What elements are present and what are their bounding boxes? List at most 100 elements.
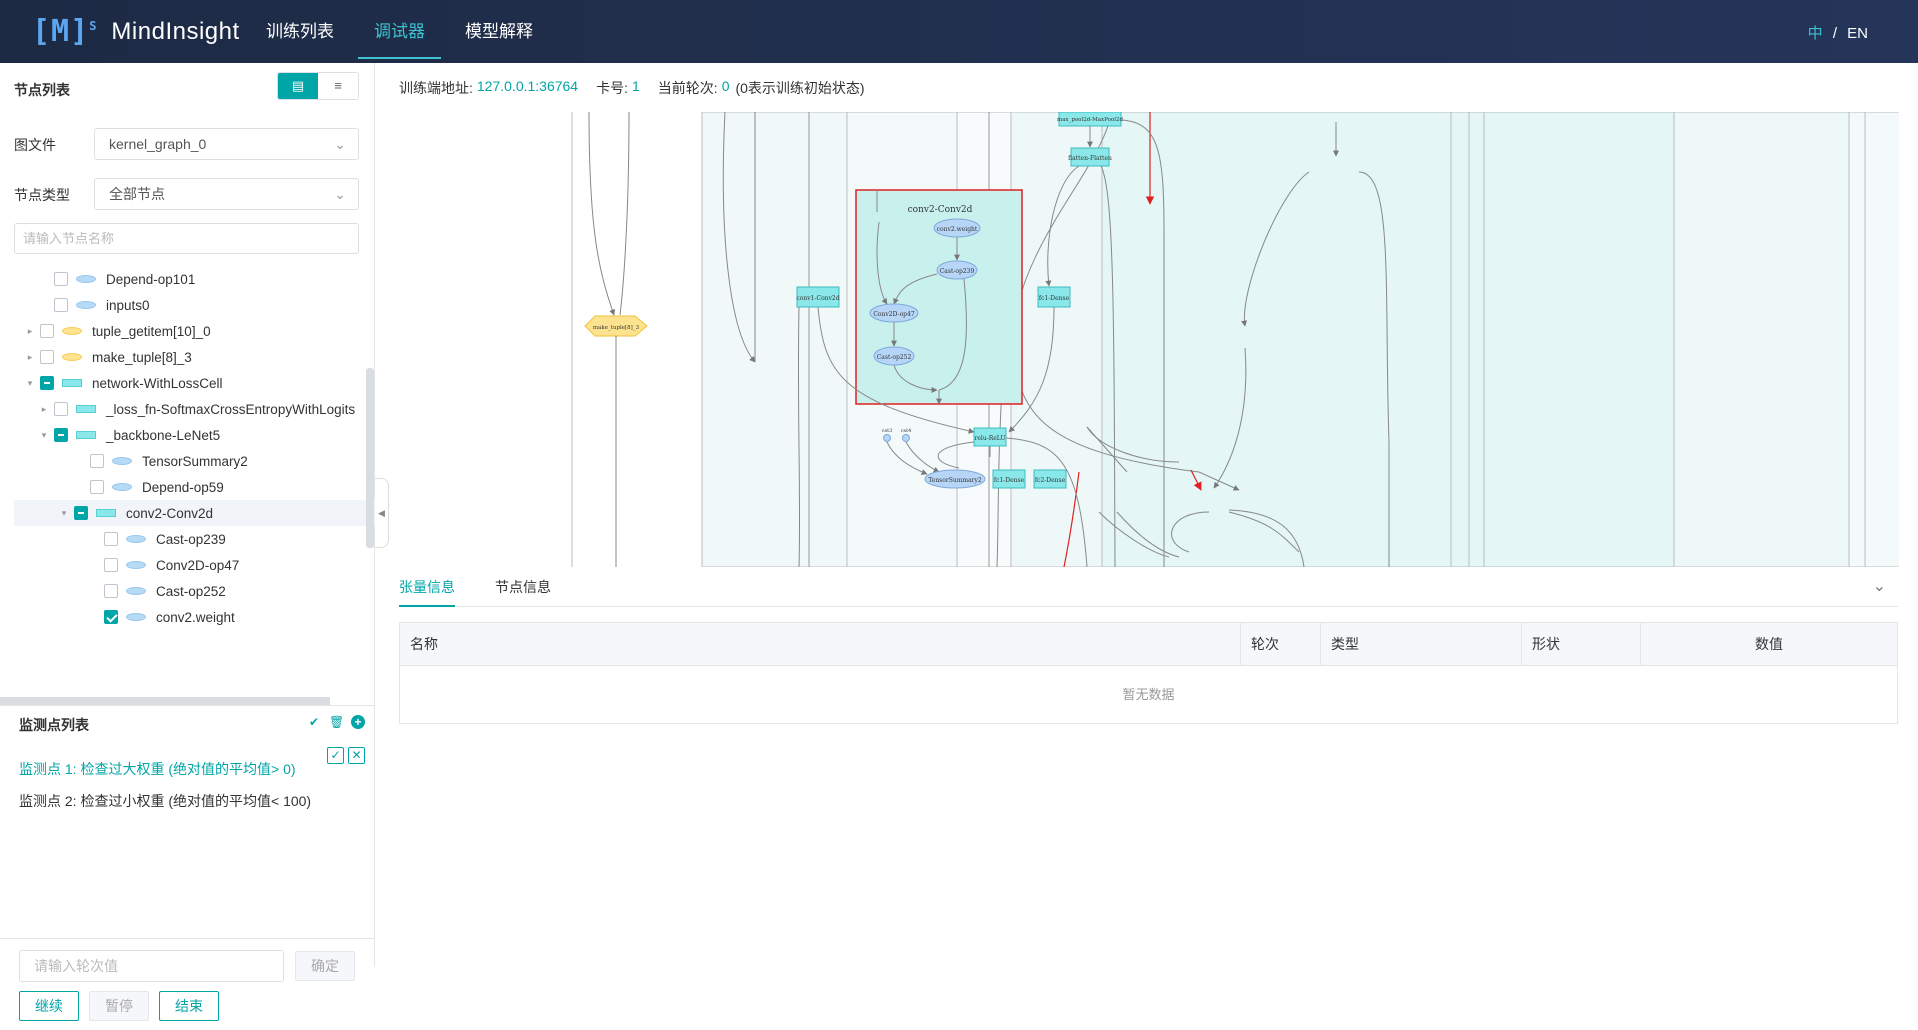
graph-label-make-tuple: make_tuple[8]_3 <box>593 325 640 331</box>
chevron-down-icon[interactable]: ⌄ <box>1872 578 1886 595</box>
watchpoint-list-title: 监测点列表 <box>19 717 89 733</box>
add-circle-icon[interactable]: + <box>351 715 365 729</box>
caret-down-icon[interactable]: ▾ <box>27 377 33 388</box>
graph-label-fc1: fc1-Dense <box>1039 295 1070 302</box>
tree-node-checkbox[interactable] <box>90 480 104 494</box>
tab-node-info[interactable]: 节点信息 <box>495 579 551 595</box>
tree-node-checkbox[interactable] <box>40 350 54 364</box>
edit-check-icon[interactable]: ✓ <box>327 747 344 764</box>
step-input[interactable] <box>19 950 284 982</box>
tree-node[interactable]: Conv2D-op47 <box>0 552 239 578</box>
caret-down-icon[interactable]: ▾ <box>61 507 67 518</box>
close-icon[interactable]: ✕ <box>348 747 365 764</box>
graph-node-fc1b[interactable] <box>992 469 1026 489</box>
graph-node-const4[interactable] <box>902 434 910 442</box>
node-type-label: 节点类型 <box>14 187 70 203</box>
tree-node[interactable]: ▾network-WithLossCell <box>0 370 223 396</box>
tree-node-checkbox[interactable] <box>54 298 68 312</box>
scope-node-icon <box>76 405 96 413</box>
tree-node-checkbox[interactable] <box>54 402 68 416</box>
continue-button[interactable]: 继续 <box>19 991 79 1021</box>
tree-node-label: Depend-op101 <box>106 271 196 287</box>
graph-canvas[interactable]: conv2-Conv2d conv2.weight Cast-op239 Con… <box>399 112 1899 567</box>
caret-down-icon[interactable]: ▾ <box>41 429 47 440</box>
tree-node-label: make_tuple[8]_3 <box>92 349 192 365</box>
tree-node[interactable]: ▾conv2-Conv2d <box>14 500 375 526</box>
tree-horizontal-scrollbar[interactable] <box>0 697 330 705</box>
graph-label-conv2-weight: conv2.weight <box>937 226 978 233</box>
graph-node-cast239[interactable] <box>936 260 978 280</box>
graph-label-fc2: fc2-Dense <box>1035 477 1066 484</box>
tab-tensor-info[interactable]: 张量信息 <box>399 577 455 607</box>
graph-file-select[interactable]: kernel_graph_0 ⌄ <box>94 128 359 160</box>
tree-node[interactable]: ▸tuple_getitem[10]_0 <box>0 318 211 344</box>
graph-label-maxpool: max_pool2d-MaxPool2d <box>1057 117 1123 123</box>
graph-node-flatten[interactable] <box>1070 147 1110 167</box>
graph-node-fc2[interactable] <box>1033 469 1067 489</box>
graph-node-conv2-title[interactable]: conv2-Conv2d <box>908 205 973 215</box>
computation-graph[interactable]: conv2-Conv2d conv2.weight Cast-op239 Con… <box>399 112 1899 567</box>
op-node-icon <box>76 275 96 283</box>
tree-node[interactable]: TensorSummary2 <box>0 448 248 474</box>
caret-right-icon[interactable]: ▸ <box>27 325 33 336</box>
lang-separator: / <box>1832 25 1837 42</box>
watchpoint-header: 监测点列表 ✔ 🗑 + <box>0 705 375 737</box>
tree-node-checkbox[interactable] <box>54 272 68 286</box>
nav-training-list[interactable]: 训练列表 <box>266 22 334 41</box>
node-list-panel: 节点列表 ▤ ≡ 图文件 kernel_graph_0 ⌄ 节点类型 全部节点 … <box>0 63 375 1021</box>
nav-model-explanation[interactable]: 模型解释 <box>465 22 533 41</box>
tree-node-label: Cast-op239 <box>156 531 226 547</box>
graph-node-tensor-summary[interactable] <box>924 469 986 489</box>
node-type-value: 全部节点 <box>109 186 165 202</box>
graph-node-make-tuple[interactable] <box>584 315 648 337</box>
tree-node[interactable]: Depend-op59 <box>0 474 224 500</box>
tree-node-checkbox[interactable] <box>104 532 118 546</box>
tree-node-label: Depend-op59 <box>142 479 224 495</box>
tree-node[interactable]: Depend-op101 <box>0 266 195 292</box>
graph-label-const3: cst3 <box>882 428 893 434</box>
tree-node-checkbox[interactable] <box>54 428 68 442</box>
trash-icon[interactable]: 🗑 <box>329 715 345 729</box>
op-node-icon <box>126 561 146 569</box>
collapse-panel-toggle[interactable]: ◀ <box>375 478 389 548</box>
watchpoint-item-2[interactable]: 监测点 2: 检查过小权重 (绝对值的平均值< 100) <box>19 793 312 809</box>
step-note: (0表示训练初始状态) <box>735 80 865 96</box>
tree-node[interactable]: ▾ _backbone-LeNet5 <box>0 422 220 448</box>
tree-node[interactable]: Cast-op239 <box>0 526 226 552</box>
check-circle-icon[interactable]: ✔ <box>308 715 320 729</box>
pause-button[interactable]: 暂停 <box>89 991 149 1021</box>
tree-view-icon[interactable]: ▤ <box>278 73 318 99</box>
graph-node-const3[interactable] <box>883 434 891 442</box>
node-search-input[interactable] <box>14 223 359 254</box>
tree-node[interactable]: inputs0 <box>0 292 150 318</box>
tree-node[interactable]: conv2.weight <box>0 604 235 630</box>
tree-vertical-scrollbar[interactable] <box>366 368 374 548</box>
tree-node-label: _backbone-LeNet5 <box>106 427 221 443</box>
watchpoint-actions: ✔ 🗑 + <box>307 715 365 729</box>
nav-debugger[interactable]: 调试器 <box>354 0 445 63</box>
lang-zh[interactable]: 中 <box>1807 25 1823 42</box>
tree-node-checkbox[interactable] <box>74 506 88 520</box>
node-list-title: 节点列表 <box>14 82 70 98</box>
list-view-icon[interactable]: ≡ <box>318 73 358 99</box>
caret-right-icon[interactable]: ▸ <box>27 351 33 362</box>
tree-node-checkbox[interactable] <box>104 610 118 624</box>
tree-node-checkbox[interactable] <box>90 454 104 468</box>
caret-right-icon[interactable]: ▸ <box>41 403 47 414</box>
mindinsight-logo[interactable]: [M]S MindInsight <box>32 14 240 49</box>
lang-en[interactable]: EN <box>1847 25 1868 42</box>
confirm-button[interactable]: 确定 <box>295 951 355 981</box>
tree-node[interactable]: ▸_loss_fn-SoftmaxCrossEntropyWithLogits <box>0 396 355 422</box>
tensor-table: 名称 轮次 类型 形状 数值 暂无数据 <box>399 622 1898 724</box>
node-type-select[interactable]: 全部节点 ⌄ <box>94 178 359 210</box>
watchpoint-item-1[interactable]: 监测点 1: 检查过大权重 (绝对值的平均值> 0) <box>19 761 296 777</box>
tree-node-checkbox[interactable] <box>40 376 54 390</box>
watchpoint-item-actions: ✓ ✕ <box>327 747 365 764</box>
tree-node[interactable]: ▸ make_tuple[8]_3 <box>0 344 192 370</box>
tree-node-checkbox[interactable] <box>40 324 54 338</box>
tree-node-checkbox[interactable] <box>104 584 118 598</box>
tree-node[interactable]: Cast-op252 <box>0 578 226 604</box>
tree-node-checkbox[interactable] <box>104 558 118 572</box>
graph-file-value: kernel_graph_0 <box>109 136 207 152</box>
end-button[interactable]: 结束 <box>159 991 219 1021</box>
